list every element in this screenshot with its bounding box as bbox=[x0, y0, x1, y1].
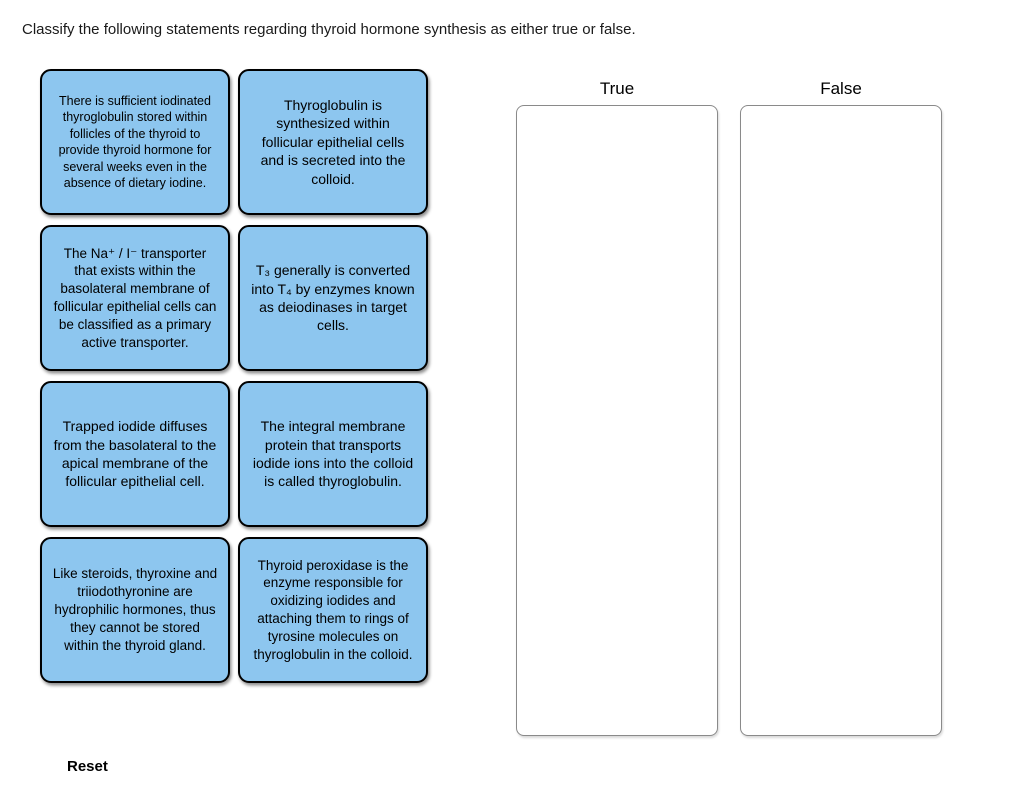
statement-card-8[interactable]: Thyroid peroxidase is the enzyme respons… bbox=[238, 537, 428, 683]
true-bin-column: True bbox=[516, 79, 718, 736]
statement-card-7[interactable]: Like steroids, thyroxine and triiodothyr… bbox=[40, 537, 230, 683]
question-prompt: Classify the following statements regard… bbox=[22, 21, 636, 38]
statement-card-5[interactable]: Trapped iodide diffuses from the basolat… bbox=[40, 381, 230, 527]
reset-button[interactable]: Reset bbox=[67, 758, 108, 775]
statement-card-bank: There is sufficient iodinated thyroglobu… bbox=[40, 69, 428, 683]
statement-card-2[interactable]: Thyroglobulin is synthesized within foll… bbox=[238, 69, 428, 215]
true-drop-zone[interactable] bbox=[516, 105, 718, 736]
statement-card-4[interactable]: T₃ generally is converted into T₄ by enz… bbox=[238, 225, 428, 371]
statement-card-6[interactable]: The integral membrane protein that trans… bbox=[238, 381, 428, 527]
false-drop-zone[interactable] bbox=[740, 105, 942, 736]
statement-card-3[interactable]: The Na⁺ / I⁻ transporter that exists wit… bbox=[40, 225, 230, 371]
false-bin-column: False bbox=[740, 79, 942, 736]
statement-card-1[interactable]: There is sufficient iodinated thyroglobu… bbox=[40, 69, 230, 215]
drop-zone-area: True False bbox=[516, 79, 942, 736]
false-bin-label: False bbox=[820, 79, 862, 98]
true-bin-label: True bbox=[599, 79, 635, 98]
